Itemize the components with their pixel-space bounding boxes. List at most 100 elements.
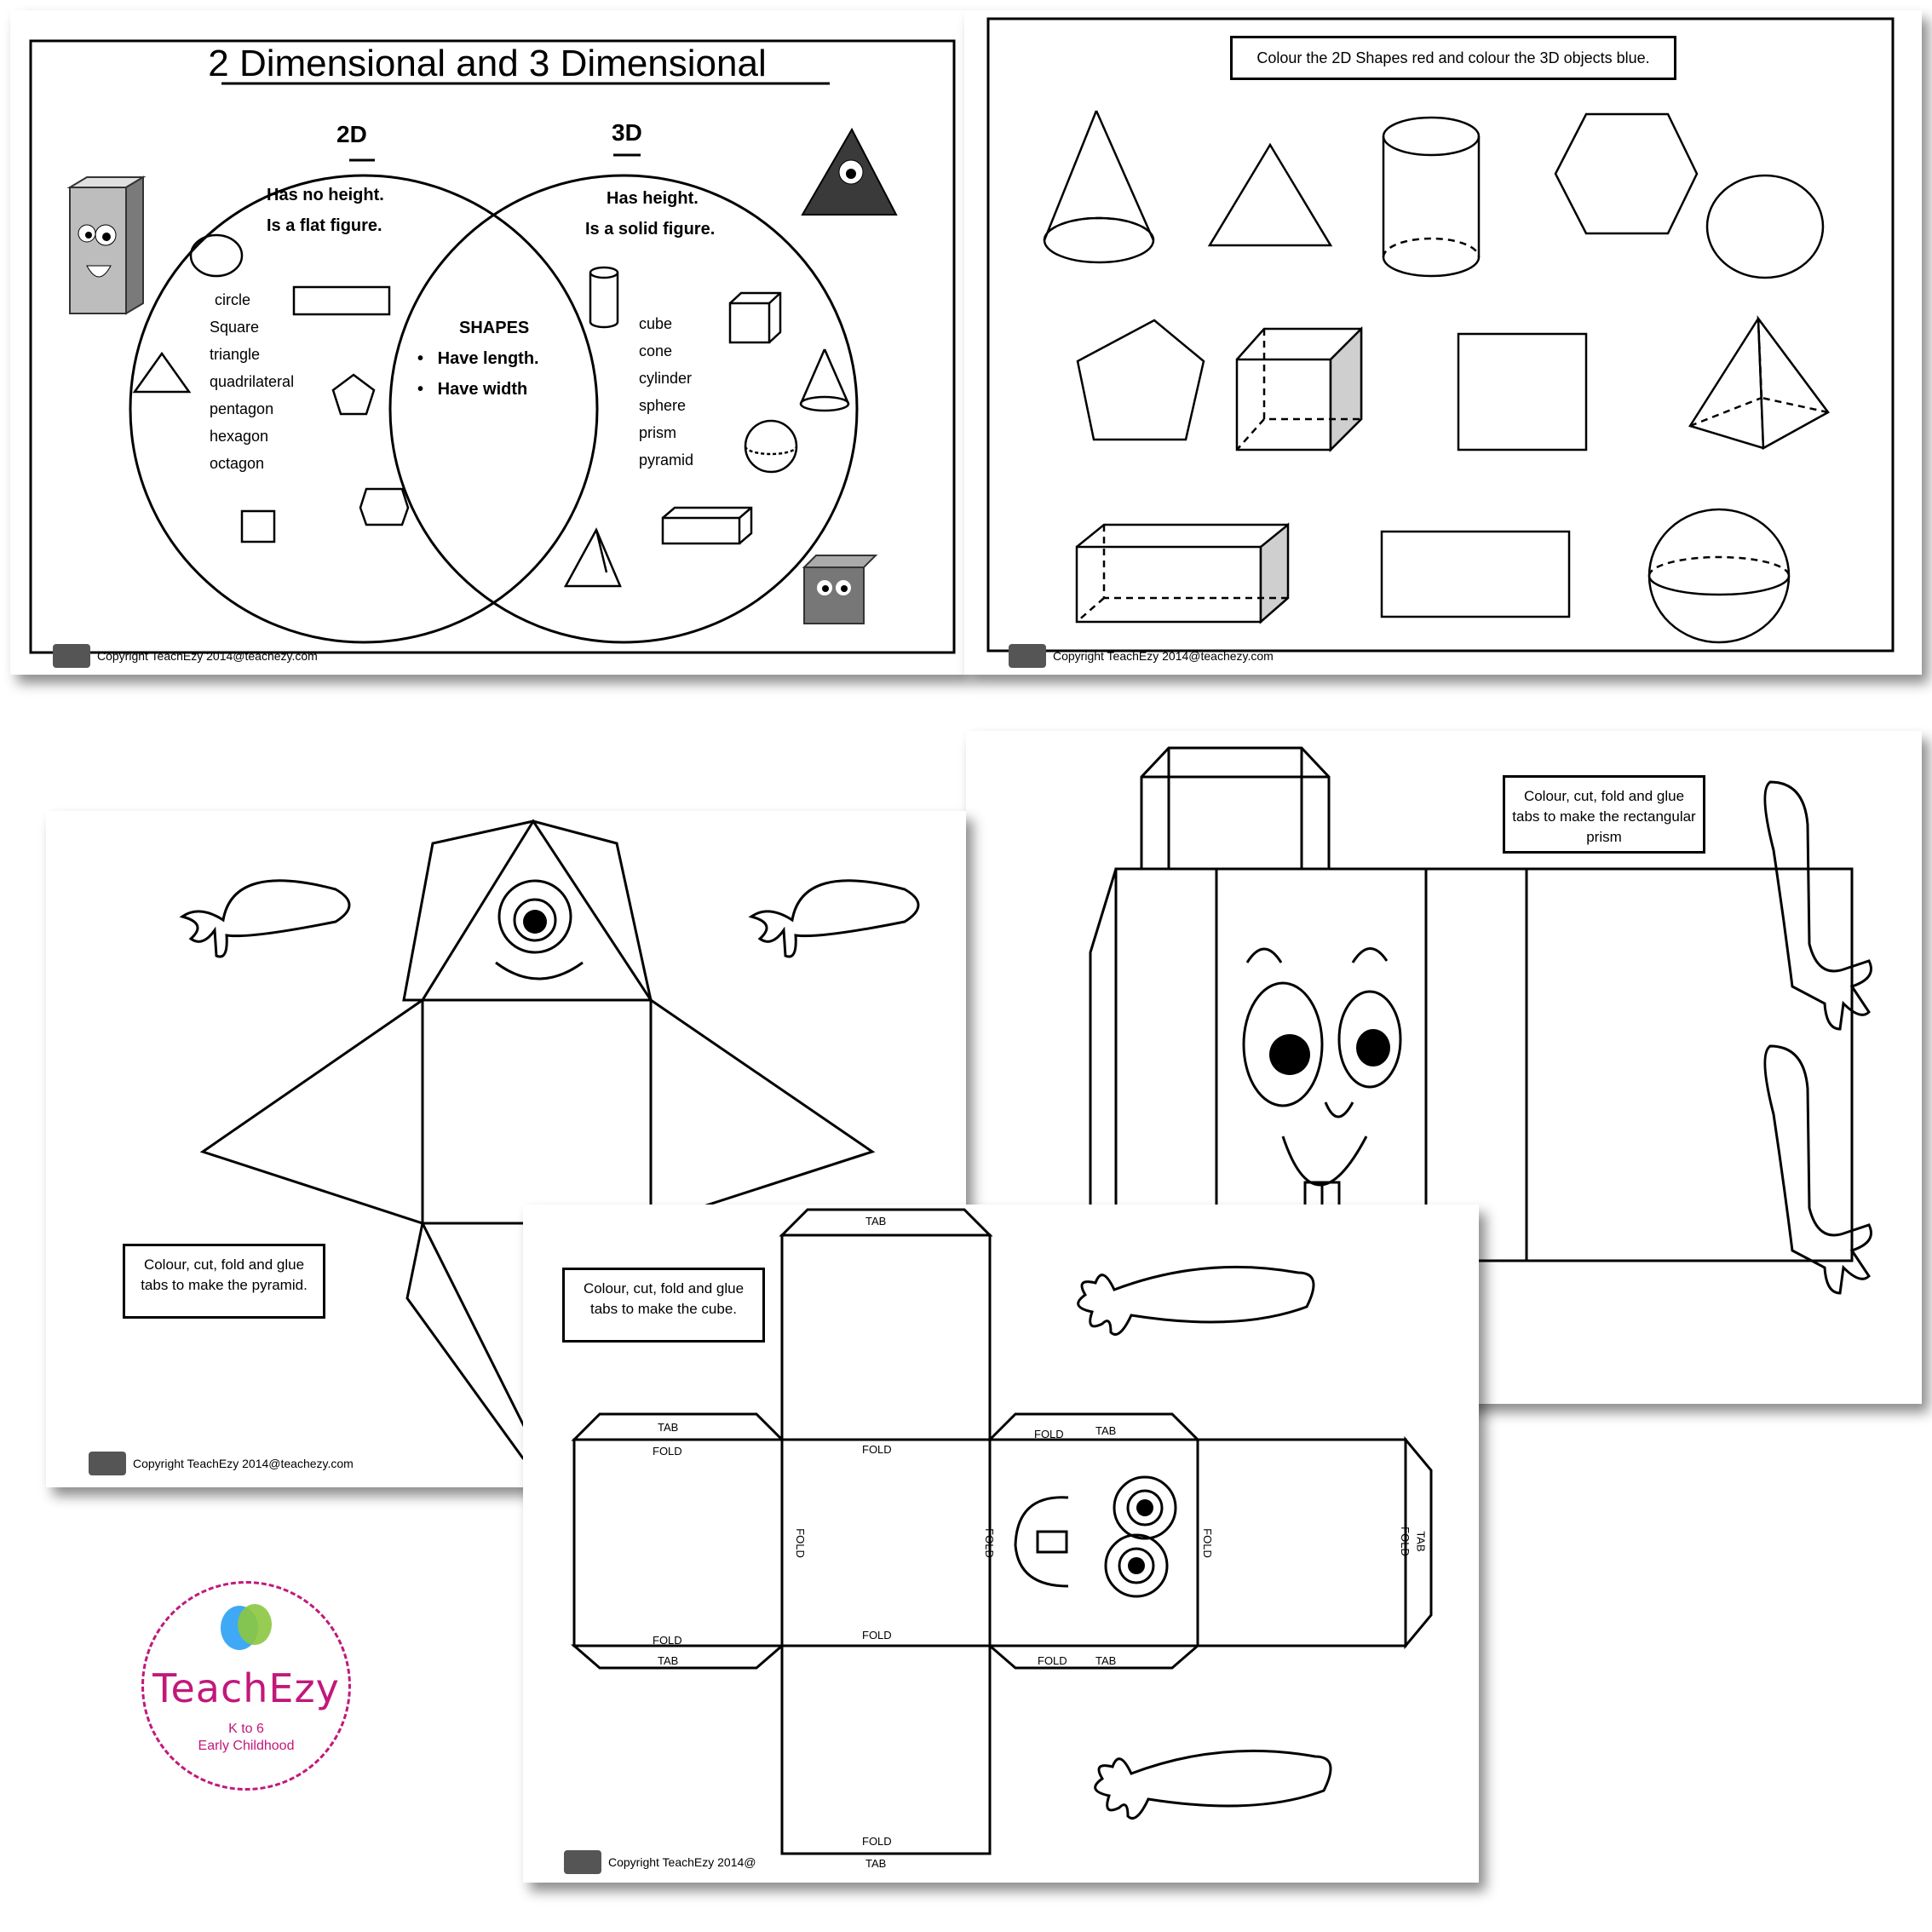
fold-label: FOLD <box>653 1445 682 1458</box>
cube-face-left <box>572 1438 784 1647</box>
cube-tab-face-top <box>986 1412 1201 1441</box>
tab-label: TAB <box>1095 1424 1117 1437</box>
fold-label: FOLD <box>1200 1528 1214 1558</box>
prism-shape <box>661 506 753 545</box>
cube-tab-right <box>1404 1435 1433 1650</box>
center-title: SHAPES <box>459 319 530 337</box>
cube-instruction: Colour, cut, fold and glue tabs to make … <box>562 1268 765 1343</box>
pyramid-copyright: Copyright TeachEzy 2014@teachezy.com <box>89 1452 354 1475</box>
cube-tab-top <box>779 1208 993 1237</box>
heading-2d: 2D <box>336 121 367 147</box>
rectangle-shape <box>1380 530 1571 618</box>
hexagon-shape <box>359 487 410 526</box>
venn-worksheet: 2 Dimensional and 3 Dimensional 2D 3D Ha… <box>10 10 964 675</box>
colour-shapes-drawing <box>986 17 1895 653</box>
colour-copyright: Copyright TeachEzy 2014@teachezy.com <box>1009 644 1274 668</box>
tab-label: TAB <box>1414 1531 1428 1552</box>
pyramid-3d-shape <box>563 527 622 588</box>
cube-face-top <box>780 1233 992 1441</box>
tab-label: TAB <box>865 1215 887 1228</box>
tab-label: TAB <box>865 1857 887 1870</box>
pyramid-top-tab <box>402 819 653 1002</box>
left-list-item: quadrilateral <box>210 373 295 390</box>
left-list-item: octagon <box>210 455 265 472</box>
pyramid-shape <box>1688 315 1830 451</box>
right-list-item: cube <box>639 315 673 332</box>
rectangular-prism-shape <box>1075 522 1290 624</box>
cube-face-center <box>780 1438 992 1647</box>
venn-copyright: Copyright TeachEzy 2014@teachezy.com <box>53 644 318 668</box>
cube-face-right <box>1196 1438 1407 1647</box>
logo-tagline-2: Early Childhood <box>198 1739 295 1753</box>
left-list-item: Square <box>210 319 260 336</box>
tab-label: TAB <box>658 1421 679 1434</box>
venn-left-circle <box>129 174 599 644</box>
cube-copyright-text: Copyright TeachEzy 2014@ <box>608 1855 756 1869</box>
fold-label: FOLD <box>1038 1654 1067 1667</box>
pyramid-left-arm-icon <box>179 879 351 958</box>
left-prop-1: Has no height. <box>267 186 384 204</box>
prism-net-drawing <box>1089 746 1872 1295</box>
center-item-2-text: Have width <box>437 380 528 399</box>
cube-tab-left-top <box>571 1412 785 1441</box>
center-item-1: • Have length. <box>417 349 539 368</box>
left-prop-2: Is a flat figure. <box>267 216 382 235</box>
cone-shape <box>1043 110 1155 264</box>
colour-instruction: Colour the 2D Shapes red and colour the … <box>1230 36 1676 80</box>
cube-tab-face-bottom <box>986 1644 1202 1670</box>
teachezy-logo: TeachEzy K to 6 Early Childhood <box>141 1581 351 1791</box>
circle-shape <box>1705 174 1825 279</box>
left-arm-icon <box>1763 1044 1872 1295</box>
cube-3d-shape <box>728 291 782 344</box>
cube-face-bottom <box>780 1644 992 1855</box>
hand-logo-icon <box>1009 644 1046 668</box>
pyramid-face-left <box>199 998 424 1226</box>
right-list-item: sphere <box>639 397 687 414</box>
circle-shape <box>189 233 244 278</box>
logo-tagline-1: K to 6 <box>228 1722 264 1736</box>
triangle-character-icon <box>801 127 898 216</box>
venn-right-circle <box>388 174 859 644</box>
hand-logo-icon <box>564 1850 601 1874</box>
fold-label: FOLD <box>862 1629 892 1642</box>
pyramid-right-arm-icon <box>748 879 920 958</box>
right-list-item: cone <box>639 342 673 359</box>
venn-title: 2 Dimensional and 3 Dimensional <box>208 43 767 84</box>
hands-logo-icon <box>221 1604 272 1650</box>
left-list-item: hexagon <box>210 428 269 445</box>
pyramid-face-right <box>649 998 876 1226</box>
cube-character-icon <box>802 555 878 624</box>
fold-label: FOLD <box>1034 1428 1064 1440</box>
cube-net-worksheet: TAB TAB FOLD FOLD FOLD TAB FOLD TAB FOLD… <box>523 1205 1479 1883</box>
cylinder-shape <box>589 266 619 329</box>
cone-shape <box>799 348 850 412</box>
prism-body <box>1114 867 1854 1262</box>
cube-shape <box>1235 325 1363 453</box>
fold-label: FOLD <box>793 1528 807 1558</box>
hand-logo-icon <box>53 644 90 668</box>
right-prop-2: Is a solid figure. <box>585 220 716 239</box>
fold-label: FOLD <box>862 1443 892 1456</box>
triangle-shape <box>132 351 192 394</box>
tab-label: TAB <box>658 1654 679 1667</box>
pentagon-shape <box>1076 319 1205 441</box>
square-shape <box>1457 332 1588 451</box>
right-list-item: prism <box>639 424 676 441</box>
rectangle-shape <box>292 285 391 316</box>
prism-instruction: Colour, cut, fold and glue tabs to make … <box>1503 775 1705 854</box>
sphere-shape <box>1647 508 1791 644</box>
pyramid-base <box>421 998 653 1225</box>
right-list-item: cylinder <box>639 370 693 387</box>
cube-net-drawing <box>570 1208 1433 1855</box>
pyramid-bottom-tab <box>405 1219 543 1460</box>
hand-logo-icon <box>89 1452 126 1475</box>
fold-label: FOLD <box>653 1634 682 1647</box>
right-prop-1: Has height. <box>607 189 699 208</box>
pyramid-instruction: Colour, cut, fold and glue tabs to make … <box>123 1244 325 1319</box>
left-list-item: circle <box>215 291 251 308</box>
sphere-shape <box>744 419 798 474</box>
cube-top-arm-icon <box>1077 1265 1315 1336</box>
square-shape <box>240 509 276 543</box>
pyramid-copyright-text: Copyright TeachEzy 2014@teachezy.com <box>133 1457 354 1470</box>
left-list-item: triangle <box>210 346 261 363</box>
